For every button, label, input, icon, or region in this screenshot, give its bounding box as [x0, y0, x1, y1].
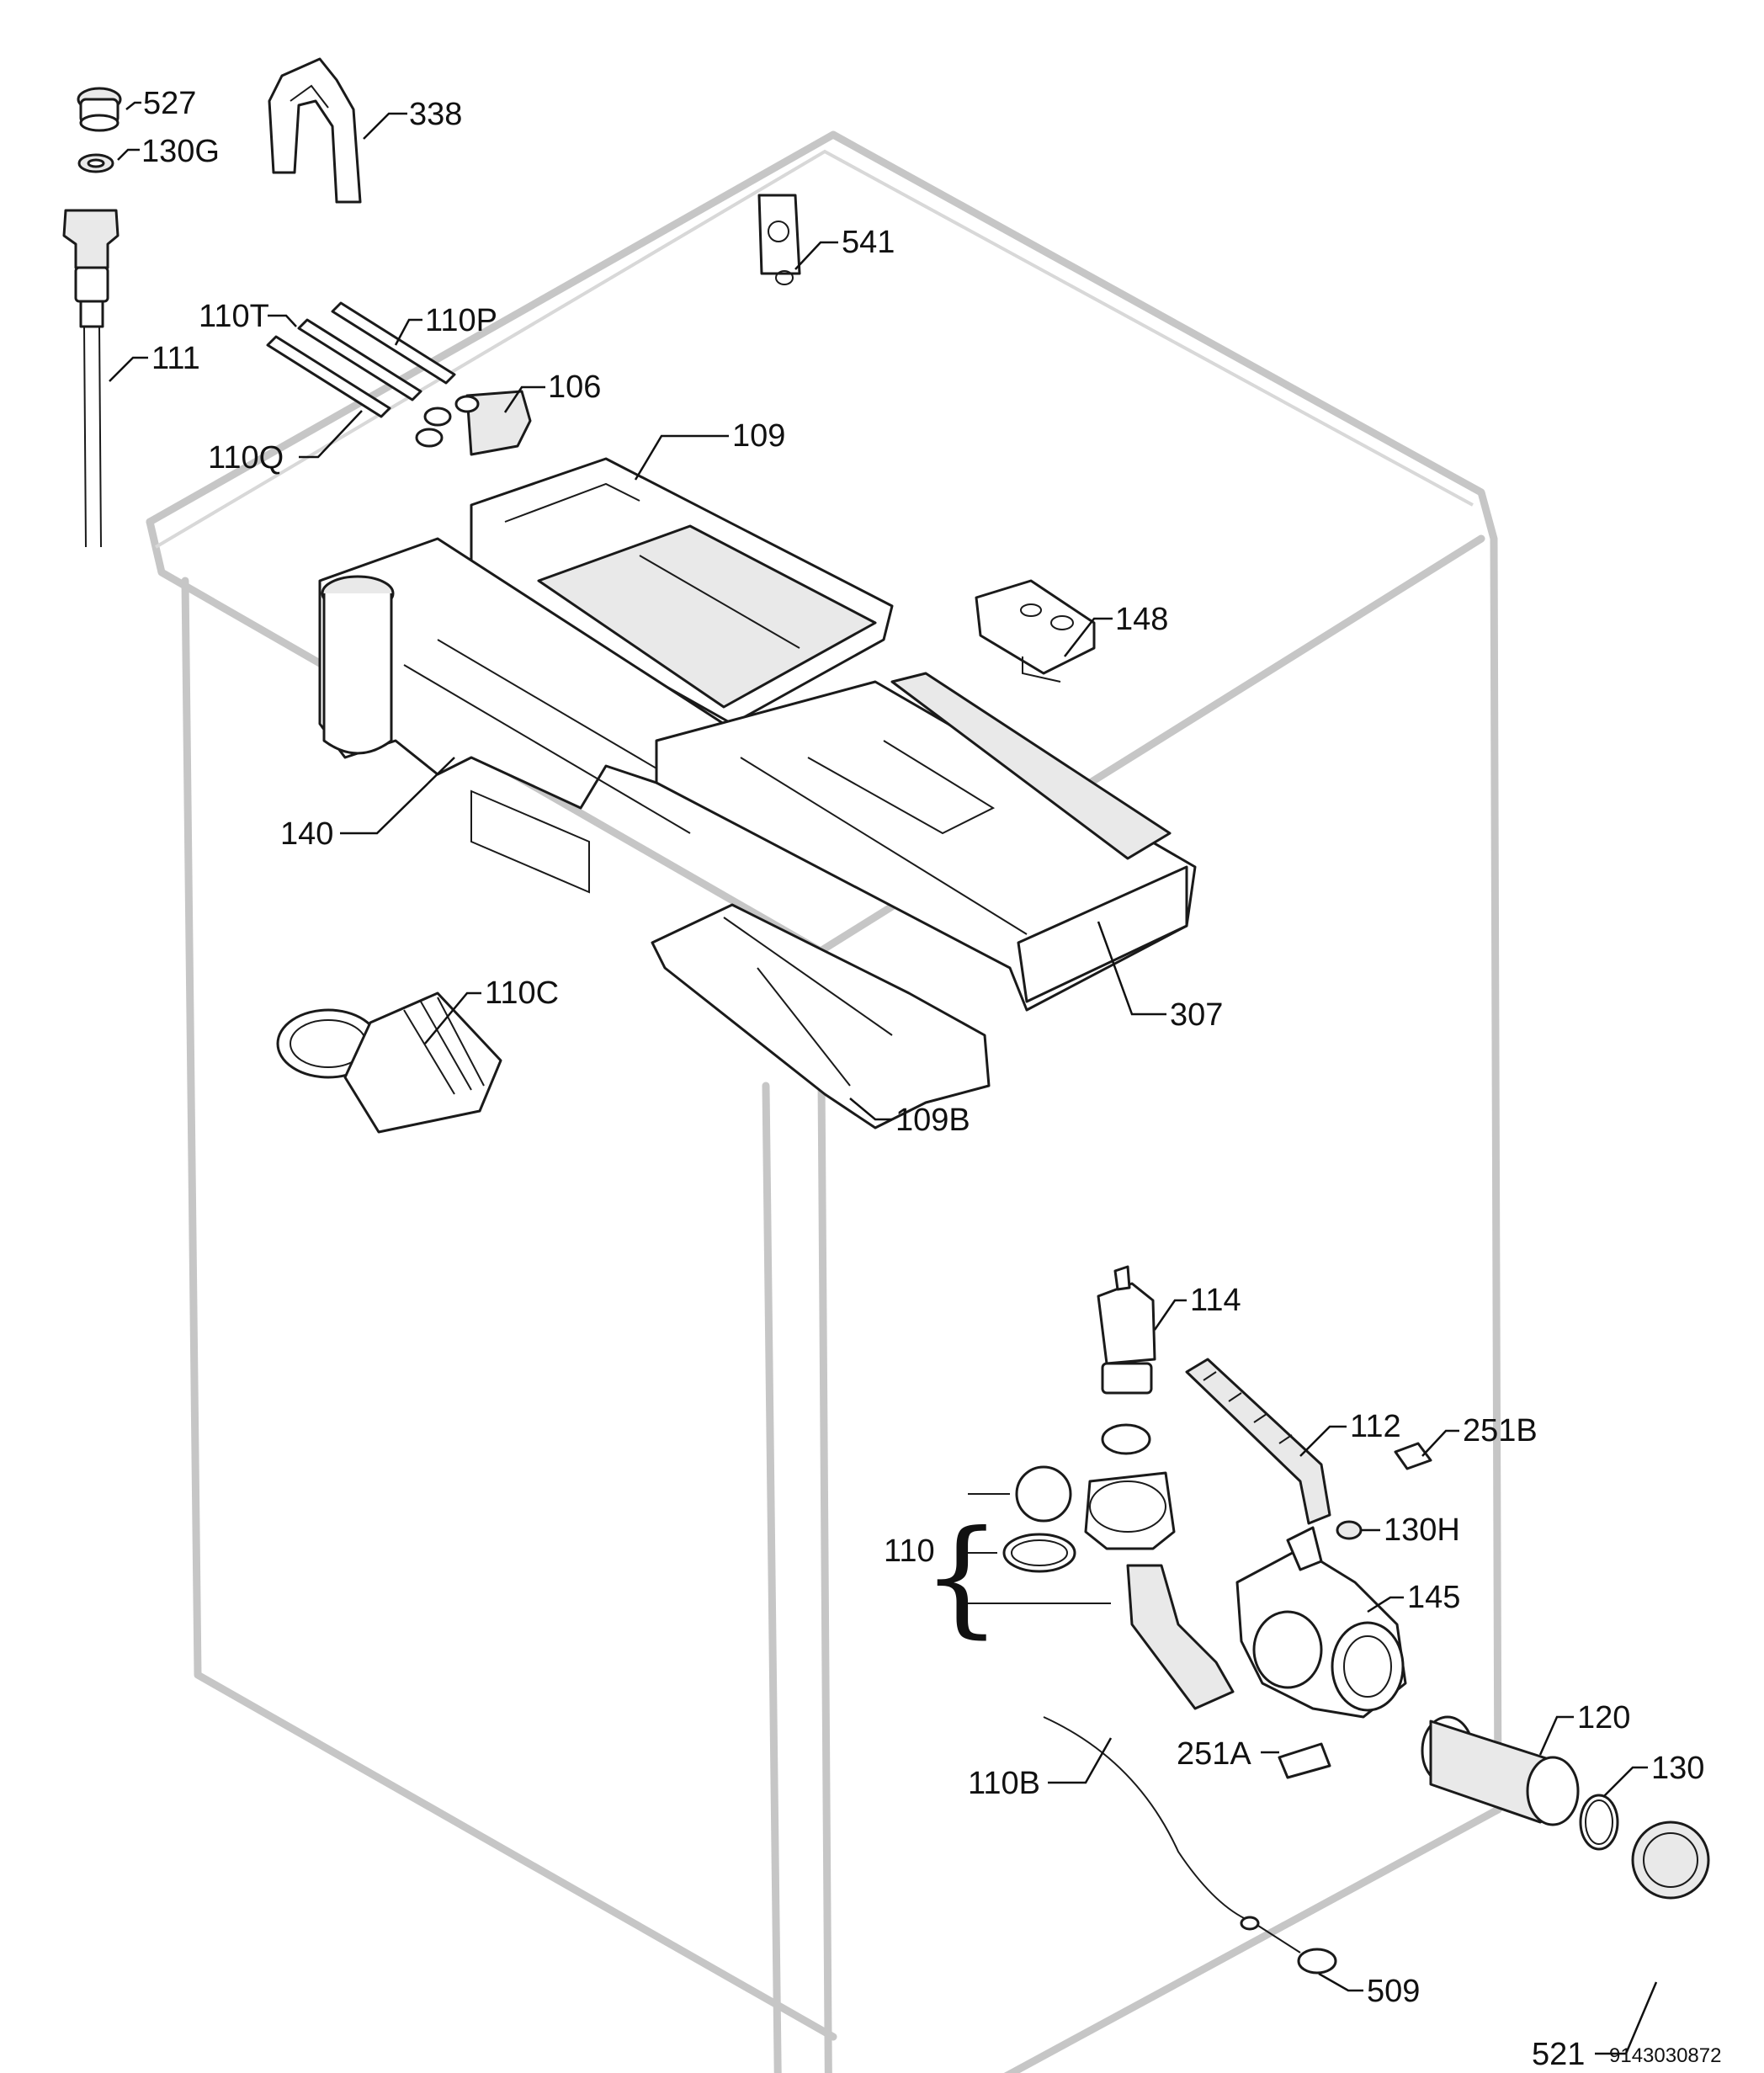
part-109-dispenser-housing	[470, 457, 894, 726]
label-145: 145	[1407, 1580, 1460, 1615]
part-130-o-ring	[1579, 1794, 1619, 1851]
part-521-filter-cap	[1631, 1821, 1710, 1900]
label-110C: 110C	[485, 975, 559, 1011]
part-338-hose-guide	[268, 57, 362, 204]
part-110C-bellows	[276, 991, 502, 1134]
label-110B: 110B	[968, 1766, 1040, 1801]
callout-labels: 527 130G 338 541 110T 110P 111 106 110Q …	[141, 86, 1704, 2072]
part-130G-washer	[77, 153, 114, 173]
part-110-sump	[968, 1423, 1235, 1710]
label-527: 527	[143, 86, 196, 121]
label-130G: 130G	[141, 134, 220, 169]
part-111-inlet-hose	[62, 209, 120, 548]
part-251A-clip	[1278, 1742, 1331, 1779]
label-120: 120	[1577, 1700, 1630, 1735]
label-521: 521	[1532, 2037, 1585, 2072]
part-114-chamber	[1097, 1265, 1156, 1395]
label-509: 509	[1367, 1974, 1420, 2009]
label-110P: 110P	[425, 303, 497, 338]
cabinet-outline	[146, 130, 1502, 2073]
label-541: 541	[842, 225, 895, 260]
diagram-code: 9143030872	[1609, 2044, 1721, 2067]
label-307: 307	[1170, 997, 1223, 1033]
label-114: 114	[1190, 1283, 1241, 1318]
part-509-plug	[1240, 1916, 1337, 1975]
label-130H: 130H	[1384, 1512, 1460, 1548]
part-109B-drawer-front	[651, 903, 991, 1130]
part-251B-clip	[1394, 1442, 1432, 1470]
label-110T: 110T	[199, 299, 269, 334]
part-148-latch	[975, 579, 1096, 683]
part-110-tubes	[266, 301, 456, 418]
label-338: 338	[409, 97, 462, 132]
label-106: 106	[548, 369, 601, 405]
label-148: 148	[1115, 602, 1168, 637]
label-251A: 251A	[1177, 1736, 1251, 1772]
part-106-valve	[415, 390, 532, 456]
part-112-drain-hose	[1185, 1358, 1331, 1525]
label-111: 111	[151, 341, 200, 376]
label-130: 130	[1651, 1751, 1704, 1786]
label-251B: 251B	[1463, 1413, 1538, 1448]
part-120-filter	[1421, 1715, 1580, 1826]
label-112: 112	[1350, 1409, 1401, 1444]
label-109B: 109B	[895, 1103, 970, 1138]
part-145-pump	[1235, 1526, 1407, 1719]
label-110Q: 110Q	[208, 440, 284, 476]
part-541-clip	[757, 194, 801, 285]
part-130H-grommet	[1336, 1520, 1363, 1540]
label-109: 109	[732, 418, 785, 454]
label-140: 140	[280, 816, 333, 852]
part-527-cap	[77, 87, 122, 132]
label-110: 110	[884, 1533, 935, 1569]
leader-lines	[109, 101, 1658, 2055]
part-110B-emergency-tube	[1043, 1716, 1246, 1920]
bracket-110: {	[922, 1504, 1002, 1650]
